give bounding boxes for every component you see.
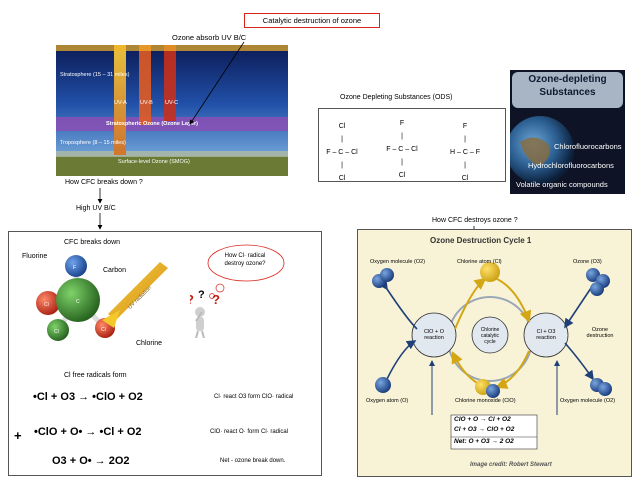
ozone-absorb-label: Ozone absorb UV B/C — [172, 33, 247, 42]
atom-carbon-text: C — [76, 299, 80, 305]
uvc-label: UV-C — [165, 100, 179, 106]
troposphere-label: Troposphere (8 – 15 miles) — [60, 140, 126, 146]
reaction-net: Net: O + O3 → 2 O2 — [454, 438, 514, 445]
surface-ozone-label: Surface-level Ozone (SMOG) — [118, 159, 190, 165]
oxygen-atom-label: Oxygen atom (O) — [366, 398, 409, 404]
plus-sign: + — [14, 428, 22, 443]
carbon-label: Carbon — [103, 267, 126, 274]
ods-structures — [318, 108, 506, 182]
atom-cl-b-text: Cl — [54, 329, 59, 335]
equation-2-note: ClO· react O· form Cl· radical — [210, 429, 289, 435]
how-cfc-breaks-label: How CFC breaks down ? — [65, 179, 143, 186]
thought-bubble: ? ? ? — [190, 244, 285, 338]
cl-o3-reaction-label: Cl + O3 reaction — [536, 329, 556, 341]
equation-2: •ClO + O• → •Cl + O2 — [34, 426, 142, 438]
bubble-text: How Cl· radical destroy ozone? — [224, 253, 266, 267]
chlorine-label: Chlorine — [136, 340, 163, 347]
reaction-1: ClO + O → Cl + O2 — [454, 416, 511, 423]
equation-net-note: Net - ozone break down. — [220, 458, 286, 464]
ozone-cycle-diagram — [372, 262, 612, 450]
reaction-2: Cl + O3 → ClO + O2 — [454, 426, 515, 433]
ozone-layer-label: Stratospheric Ozone (Ozone Layer) — [106, 121, 198, 127]
fluorine-label: Fluorine — [22, 253, 48, 260]
uva-label: UV-A — [114, 100, 127, 106]
poster-item-2: Hydrochlorofluorocarbons — [528, 161, 614, 170]
equation-net: O3 + O• → 2O2 — [52, 455, 130, 467]
poster-title-2: Substances — [539, 87, 596, 98]
page-title: Catalytic destruction of ozone — [244, 13, 380, 28]
svg-text:?: ? — [198, 289, 205, 301]
ods-title: Ozone Depleting Substances (ODS) — [340, 94, 453, 101]
clo-o-reaction-label: ClO + O reaction — [423, 329, 445, 341]
ozone-destruction-label: Ozone destruction — [586, 327, 614, 339]
free-radicals-label: Cl free radicals form — [64, 372, 127, 379]
ods-poster: Ozone-depleting Substances Chlorofluoroc… — [510, 70, 625, 194]
chlorine-atom-label: Chlorine atom (Cl) — [457, 259, 502, 265]
oxygen-molecule-label: Oxygen molecule (O2) — [370, 259, 426, 265]
how-cfc-destroys-label: How CFC destroys ozone ? — [432, 217, 518, 224]
atom-fluorine-text: F — [73, 265, 76, 271]
atom-cl-c-text: Cl — [101, 327, 106, 333]
image-credit: Image credit: Robert Stewart — [470, 462, 552, 468]
poster-item-3: Volatile organic compounds — [516, 180, 608, 189]
equation-1: •Cl + O3 → •ClO + O2 — [33, 391, 143, 403]
svg-text:?: ? — [212, 292, 220, 307]
cfc-breaks-down-header: CFC breaks down — [64, 239, 121, 246]
high-uv-label: High UV B/C — [76, 205, 116, 212]
cfc-molecule-model: F C Cl Cl Cl UV radiation — [36, 255, 168, 341]
ods-molecule-2: F|F – C – Cl|Cl — [386, 120, 418, 179]
equation-1-note: Cl· react O3 form ClO· radical — [214, 394, 294, 400]
oxygen-molecule-2-label: Oxygen molecule (O2) — [560, 398, 616, 404]
atom-cl-a-text: Cl — [44, 302, 49, 308]
ozone-molecule-label: Ozone (O3) — [573, 259, 602, 265]
cycle-title: Ozone Destruction Cycle 1 — [430, 236, 532, 245]
stratosphere-label: Stratosphere (15 – 31 miles) — [60, 72, 130, 78]
catalytic-cycle-label: Chlorine catalytic cycle — [480, 327, 500, 345]
poster-title-1: Ozone-depleting — [528, 74, 607, 85]
svg-text:?: ? — [190, 292, 194, 307]
uvb-label: UV-B — [140, 100, 153, 106]
chlorine-monoxide-label: Chlorine monoxide (ClO) — [455, 398, 516, 404]
atmosphere-image: Stratosphere (15 – 31 miles) Stratospher… — [56, 45, 288, 176]
ods-molecule-1: Cl|F – C – Cl|Cl — [326, 123, 358, 182]
ods-molecule-3: F|H – C – F|Cl — [450, 123, 480, 182]
poster-item-1: Chlorofluorocarbons — [554, 142, 622, 151]
